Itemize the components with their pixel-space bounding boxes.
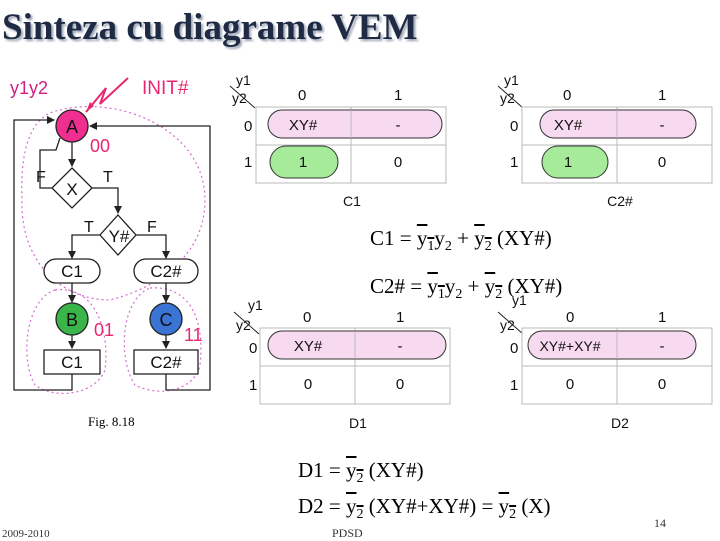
svg-text:1: 1 [249, 377, 257, 394]
state-a-code: 00 [90, 136, 110, 156]
footer-course: PDSD [332, 526, 363, 540]
svg-text:0: 0 [563, 87, 571, 104]
svg-text:0: 0 [510, 340, 518, 357]
asm-vars-label: y1y2 [10, 78, 48, 98]
svg-text:0: 0 [303, 309, 311, 326]
out-c2-top-label: C2# [150, 262, 182, 281]
out-c2-bottom-box [133, 349, 199, 375]
branch-t2-label: T [84, 219, 94, 236]
branch-f1-label: F [36, 169, 46, 186]
state-b-label: B [66, 310, 78, 330]
svg-text:1: 1 [510, 154, 518, 171]
kmap-c2-cell-00: XY# [554, 117, 583, 134]
asm-group-b-outline [26, 289, 107, 394]
equation-d2: D2 = y2 (XY#+XY#) = y2 (X) [298, 494, 551, 522]
branch-f2-label: F [147, 219, 157, 236]
kmap-d1-cell-00: XY# [294, 338, 323, 355]
out-c2-bottom-label: C2# [150, 353, 182, 372]
equation-c1: C1 = y1y2 + y2 (XY#) [370, 226, 552, 254]
kmap-c2-cell-01: - [660, 117, 665, 134]
state-c-code: 11 [184, 325, 203, 345]
svg-text:1: 1 [396, 309, 404, 326]
kmap-d2: y1 y2 0 1 0 1 XY#+XY# - 0 0 D2 [497, 292, 713, 431]
footer-page-number: 14 [654, 516, 666, 530]
svg-text:y1: y1 [236, 72, 251, 88]
init-lightning-icon [85, 77, 129, 113]
kmap-d2-cell-10: 0 [566, 376, 574, 393]
cond-x-diamond [51, 167, 93, 209]
kmap-d1-cell-01: - [398, 338, 403, 355]
state-c-label: C [160, 310, 173, 330]
equation-d1: D1 = y2 (XY#) [298, 458, 424, 486]
figure-caption: Fig. 8.18 [88, 414, 135, 429]
svg-text:0: 0 [510, 118, 518, 135]
kmap-c1-cell-00: XY# [289, 117, 318, 134]
branch-t1-label: T [103, 169, 113, 186]
state-a-label: A [66, 117, 78, 137]
svg-text:y2: y2 [236, 317, 251, 333]
kmap-c2: y1 y2 0 1 0 1 XY# - 1 0 C2# [497, 72, 713, 209]
asm-chart: y1y2 INIT# A 00 X F T Y# T F C1 C2# [10, 77, 211, 394]
init-label: INIT# [142, 78, 189, 99]
cond-x-label: X [66, 180, 77, 199]
svg-text:0: 0 [244, 118, 252, 135]
kmap-c1-cell-01: - [396, 117, 401, 134]
kmap-d2-label: D2 [611, 415, 629, 431]
svg-text:0: 0 [298, 87, 306, 104]
kmap-c1-label: C1 [343, 193, 361, 209]
kmap-c1: y1 y2 0 1 0 1 XY# - 1 0 C1 [229, 72, 447, 209]
kmap-c2-cell-10: 1 [564, 154, 572, 171]
slide-title: Sinteza cu diagrame VEM [2, 7, 418, 48]
cond-yneg-label: Y# [109, 227, 130, 246]
svg-text:1: 1 [394, 87, 402, 104]
cond-yneg-diamond [99, 214, 137, 256]
svg-text:1: 1 [658, 87, 666, 104]
kmap-d1-label: D1 [349, 415, 367, 431]
kmap-d1-cell-10: 0 [304, 376, 312, 393]
kmap-d1: y1 y2 0 1 0 1 XY# - 0 0 D1 [233, 297, 451, 431]
svg-text:y2: y2 [232, 90, 247, 106]
kmap-c2-label: C2# [607, 193, 633, 209]
out-c1-top-label: C1 [61, 262, 83, 281]
kmap-c1-cell-10: 1 [299, 154, 307, 171]
equation-c2: C2# = y1y2 + y2 (XY#) [370, 274, 563, 302]
kmap-d1-cell-11: 0 [396, 376, 404, 393]
kmap-d2-cell-00: XY#+XY# [539, 338, 600, 354]
svg-text:y1: y1 [248, 297, 263, 313]
kmap-c1-cell-11: 0 [394, 154, 402, 171]
svg-text:y2: y2 [500, 317, 515, 333]
kmap-d2-cell-11: 0 [658, 376, 666, 393]
svg-text:y1: y1 [504, 72, 519, 88]
kmap-c2-cell-11: 0 [658, 154, 666, 171]
state-b-code: 01 [94, 320, 114, 340]
svg-text:1: 1 [510, 377, 518, 394]
svg-text:y1: y1 [512, 292, 527, 308]
out-c1-bottom-box [43, 349, 101, 375]
svg-text:0: 0 [566, 309, 574, 326]
svg-text:y2: y2 [500, 90, 515, 106]
out-c1-bottom-label: C1 [61, 353, 83, 372]
footer-year: 2009-2010 [2, 528, 50, 540]
svg-text:1: 1 [244, 154, 252, 171]
kmap-d2-cell-01: - [660, 338, 665, 355]
svg-text:0: 0 [249, 340, 257, 357]
asm-group-c-outline [123, 287, 202, 392]
svg-text:1: 1 [658, 309, 666, 326]
